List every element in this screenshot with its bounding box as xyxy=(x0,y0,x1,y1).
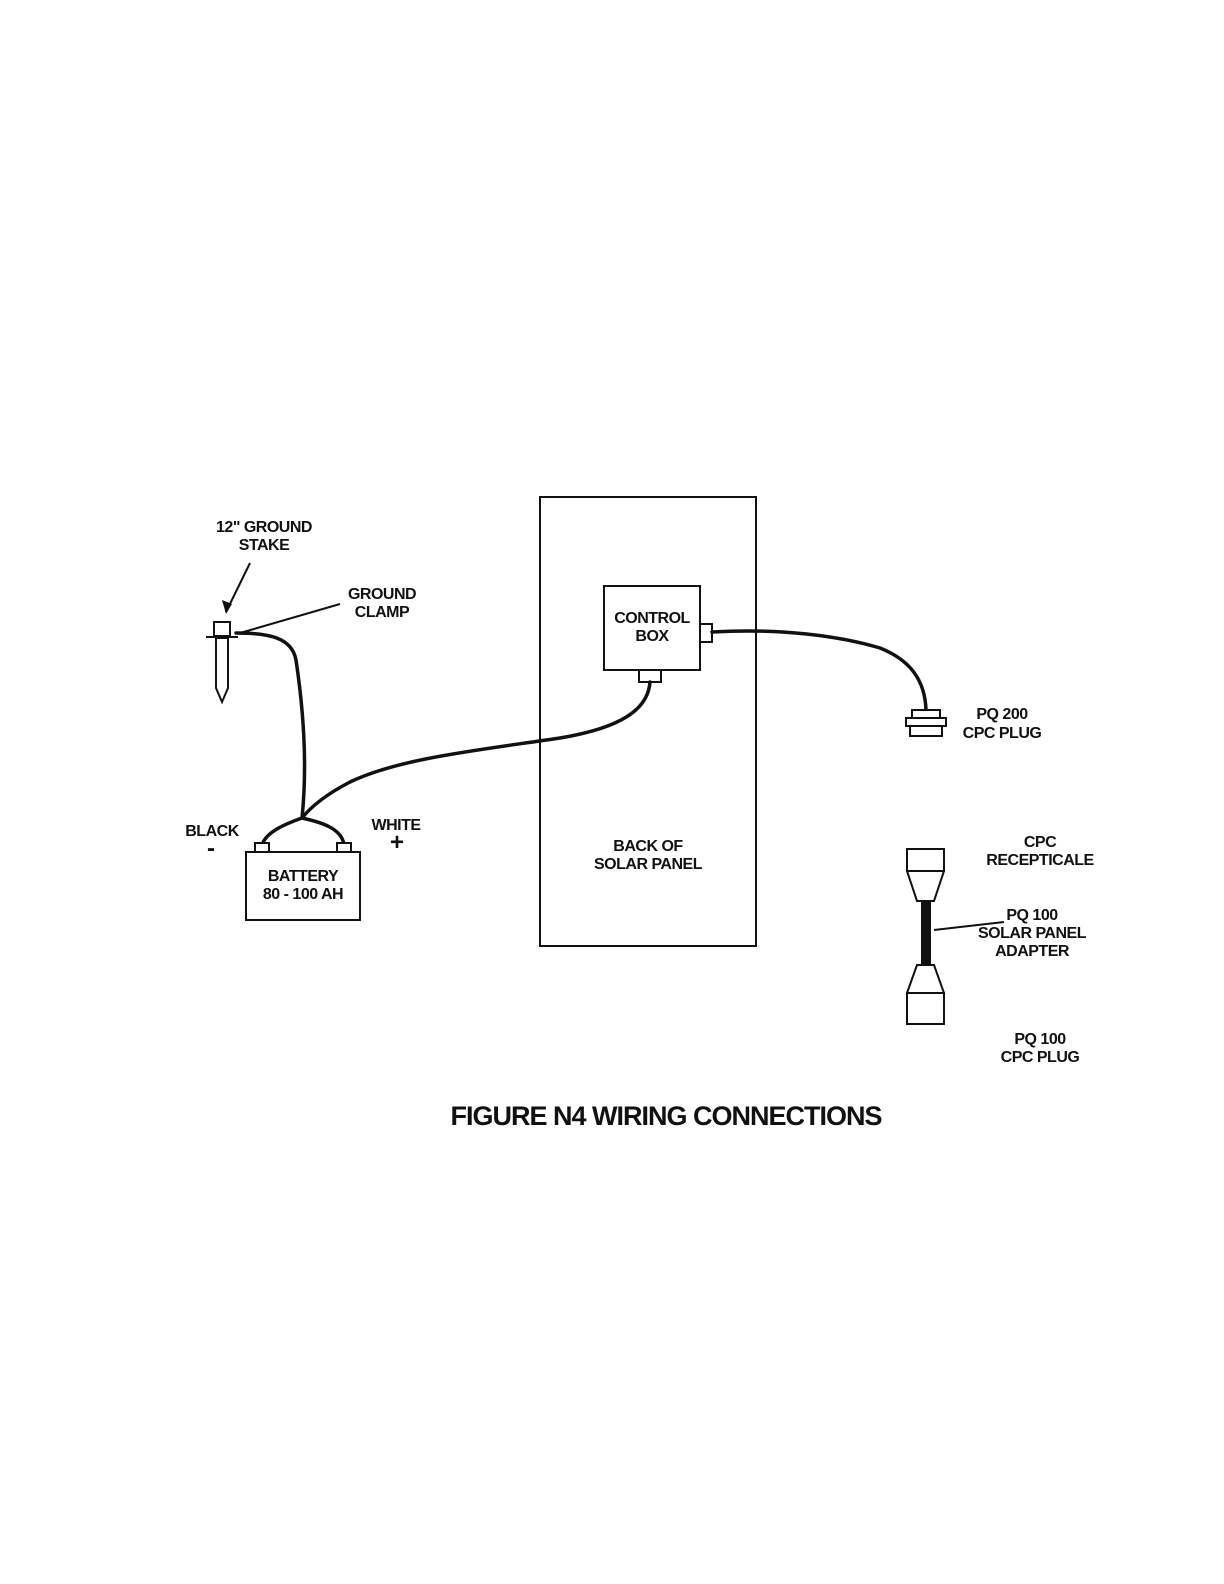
cpc-receptacle-taper xyxy=(907,871,944,901)
pq200-plug-flange xyxy=(906,718,946,726)
cpc-receptacle-label-line1: CPC xyxy=(1024,834,1057,851)
solar-panel-label-line2: SOLAR PANEL xyxy=(594,856,703,873)
pq200-plug-label-line2: CPC PLUG xyxy=(963,725,1042,742)
pq200-plug-label-line1: PQ 200 xyxy=(976,706,1028,723)
pq200-plug-top xyxy=(912,710,940,718)
pq100-adapter-cable xyxy=(921,901,931,965)
ground-clamp-label-line1: GROUND xyxy=(348,586,416,603)
battery-positive-terminal xyxy=(337,843,351,852)
ground-stake-label-line2: STAKE xyxy=(239,537,290,554)
control-box-label-line2: BOX xyxy=(635,628,669,645)
battery-negative-symbol: - xyxy=(207,835,215,862)
pq100-plug-body xyxy=(907,993,944,1024)
figure-caption: FIGURE N4 WIRING CONNECTIONS xyxy=(450,1101,881,1131)
ground-stake-label-line1: 12" GROUND xyxy=(216,519,312,536)
ground-stake: 12" GROUND STAKE xyxy=(206,519,312,702)
solar-panel-outline xyxy=(540,497,756,946)
battery-label-line1: BATTERY xyxy=(268,868,339,885)
pq100-adapter-label-line1: PQ 100 xyxy=(1006,907,1058,924)
cable-ground-clamp-to-battery xyxy=(236,633,304,818)
battery-lead-negative xyxy=(262,818,302,845)
battery-lead-positive xyxy=(302,818,344,845)
battery-label-line2: 80 - 100 AH xyxy=(263,886,343,903)
battery-positive-symbol: + xyxy=(390,829,404,856)
control-box-label-line1: CONTROL xyxy=(614,610,690,627)
ground-clamp-pointer-line xyxy=(240,604,340,633)
pq100-adapter-label-line3: ADAPTER xyxy=(995,943,1070,960)
cpc-receptacle-label-line2: RECEPTICALE xyxy=(986,852,1094,869)
control-box-side-connector xyxy=(700,624,712,642)
pq200-plug: PQ 200 CPC PLUG xyxy=(906,706,1041,742)
battery: BATTERY 80 - 100 AH BLACK - WHITE + xyxy=(185,817,421,920)
solar-panel: BACK OF SOLAR PANEL xyxy=(540,497,756,946)
pq100-adapter: CPC RECEPTICALE PQ 100 SOLAR PANEL ADAPT… xyxy=(907,834,1095,1066)
ground-clamp-label-line2: CLAMP xyxy=(355,604,410,621)
solar-panel-label-line1: BACK OF xyxy=(613,838,683,855)
ground-stake-head xyxy=(214,622,230,636)
ground-clamp: GROUND CLAMP xyxy=(240,586,416,633)
ground-stake-shaft xyxy=(216,638,228,702)
pq100-plug-label-line1: PQ 100 xyxy=(1014,1031,1066,1048)
control-box-bottom-connector xyxy=(639,670,661,682)
pq100-plug-label-line2: CPC PLUG xyxy=(1001,1049,1080,1066)
pq100-adapter-label-line2: SOLAR PANEL xyxy=(978,925,1087,942)
cpc-receptacle-body xyxy=(907,849,944,871)
pq200-plug-body xyxy=(910,726,942,736)
control-box: CONTROL BOX xyxy=(604,586,712,682)
battery-negative-terminal xyxy=(255,843,269,852)
pq100-plug-taper xyxy=(907,965,944,993)
